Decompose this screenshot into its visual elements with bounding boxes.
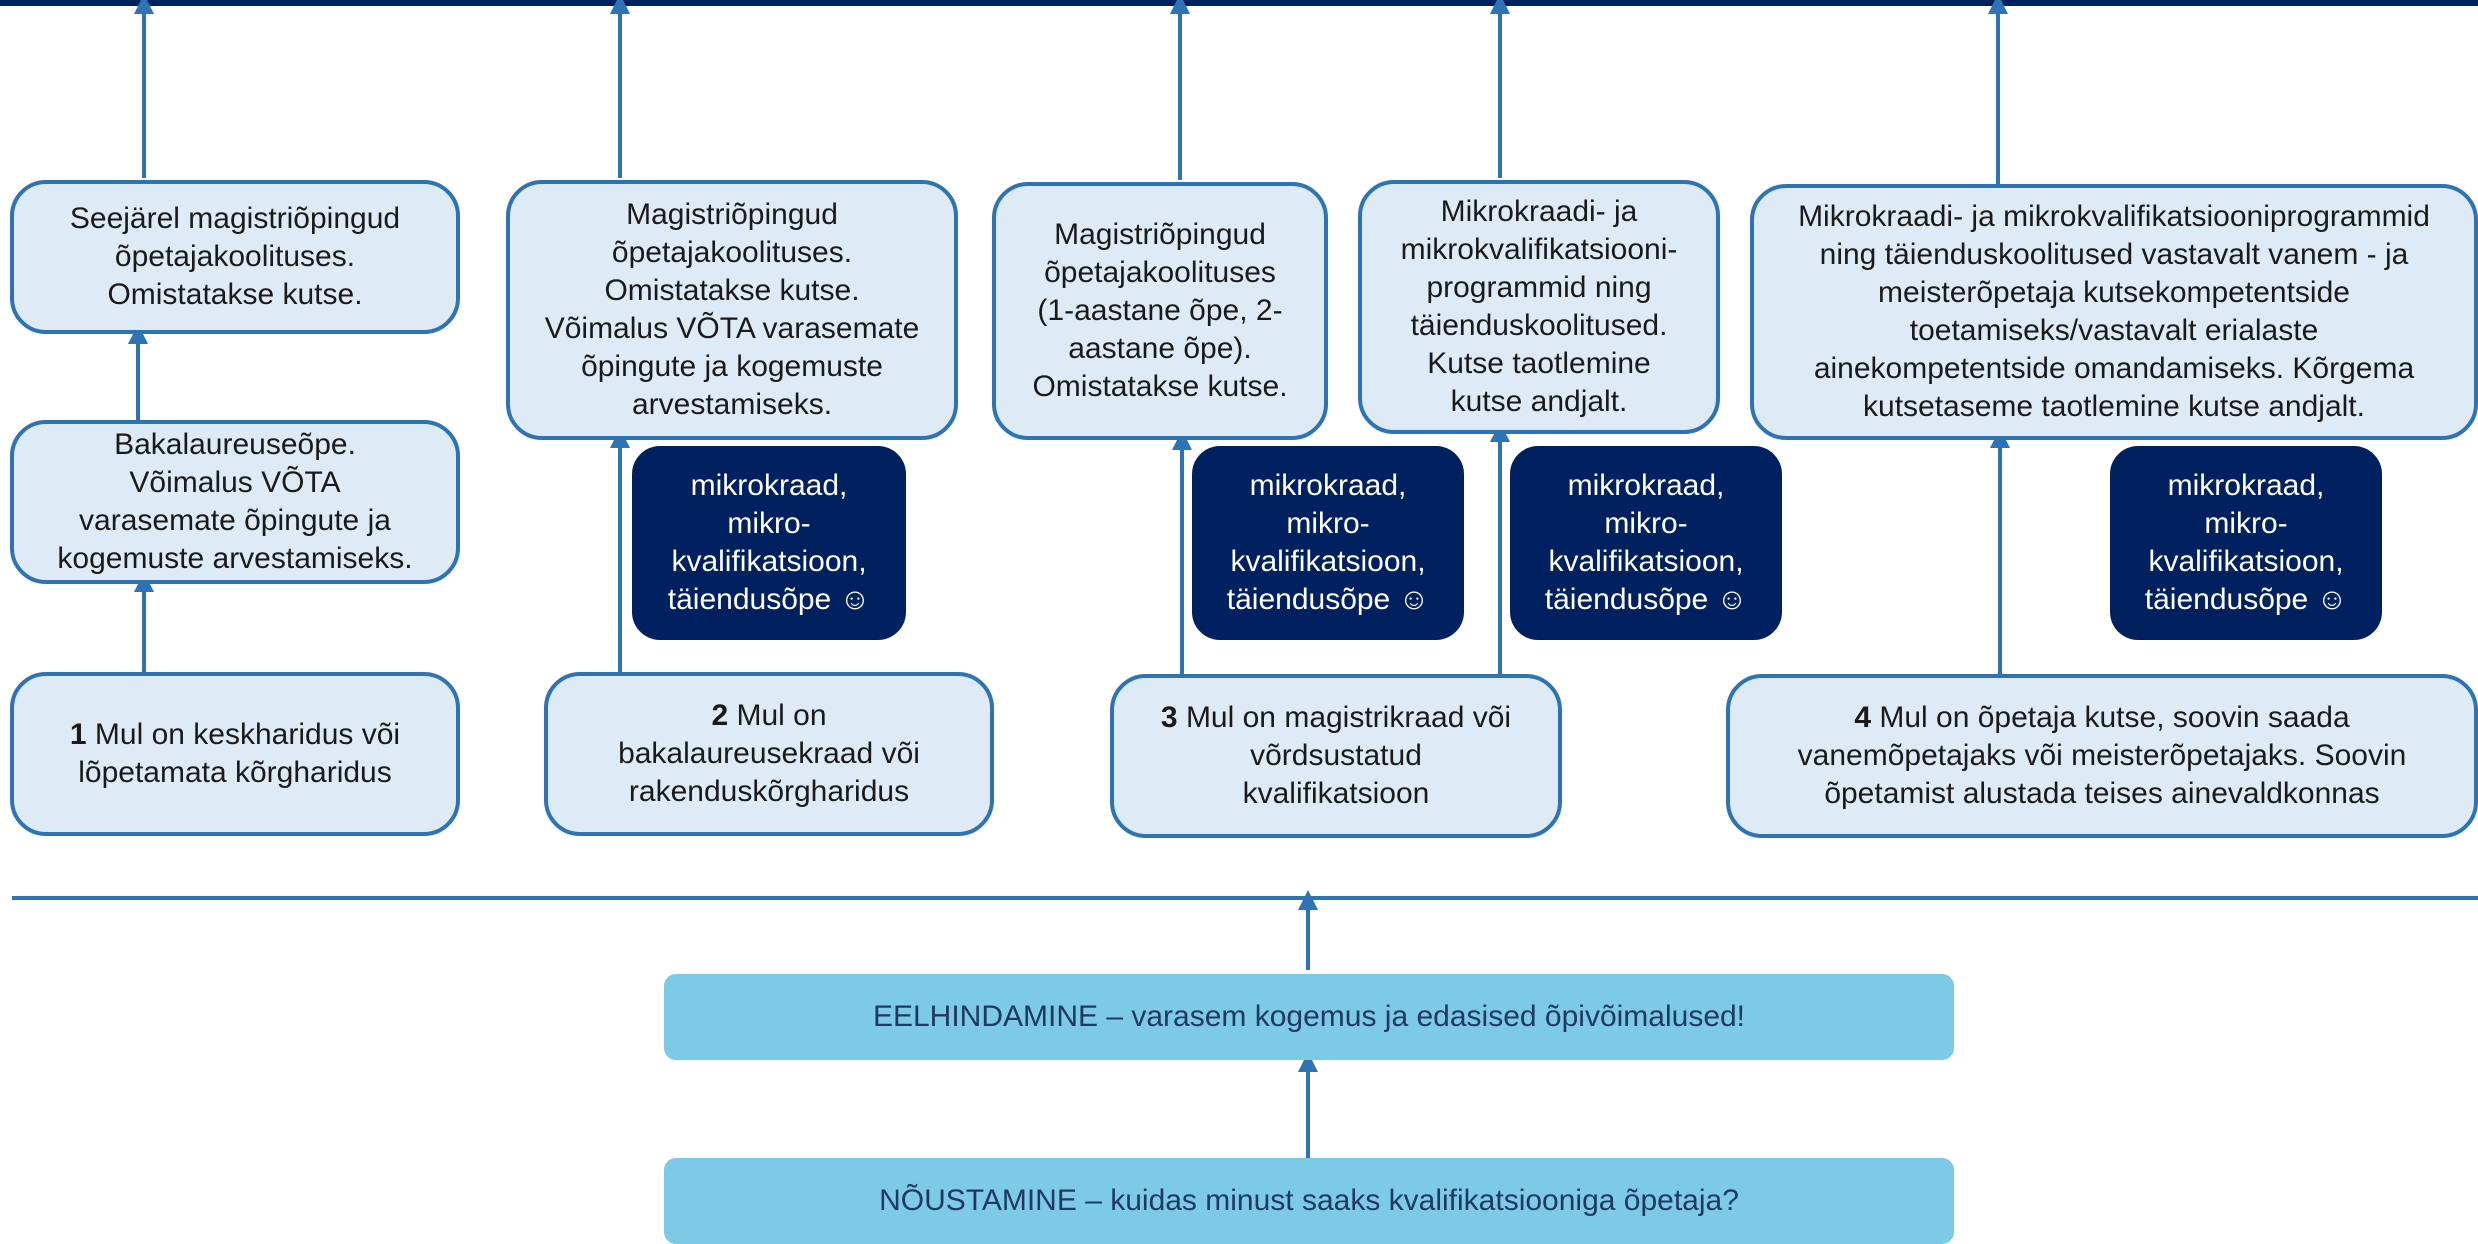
path3-micro-a-text: mikrokraad, mikro- kvalifikatsioon, täie… bbox=[1226, 469, 1430, 616]
path1-start-number: 1 bbox=[69, 718, 87, 751]
path3-start-label: 3 Mul on magistrikraad või võrdsustatud … bbox=[1161, 699, 1511, 813]
path4-start-text: Mul on õpetaja kutse, soovin saada vanem… bbox=[1797, 701, 2407, 810]
path4-step1-box: Mikrokraadi- ja mikrokvalifikatsioonipro… bbox=[1750, 184, 2478, 440]
path3-master-text: Magistriõpingud õpetajakoolituses (1-aas… bbox=[1032, 218, 1288, 403]
path4-start-box: 4 Mul on õpetaja kutse, soovin saada van… bbox=[1726, 674, 2478, 838]
path3-start-text: Mul on magistrikraad või võrdsustatud kv… bbox=[1185, 701, 1512, 810]
path3-micro-programs-box: Mikrokraadi- ja mikrokvalifikatsiooni- p… bbox=[1358, 180, 1720, 434]
path1-step2-text: Seejärel magistriõpingud õpetajakoolitus… bbox=[69, 202, 401, 311]
path3-micro-b-text: mikrokraad, mikro- kvalifikatsioon, täie… bbox=[1544, 469, 1748, 616]
counseling-bar: NÕUSTAMINE – kuidas minust saaks kvalifi… bbox=[664, 1158, 1954, 1244]
path4-micro-text: mikrokraad, mikro- kvalifikatsioon, täie… bbox=[2144, 469, 2348, 616]
path2-start-number: 2 bbox=[711, 699, 729, 732]
pre-assessment-bar: EELHINDAMINE – varasem kogemus ja edasis… bbox=[664, 974, 1954, 1060]
path2-micro-box: mikrokraad, mikro- kvalifikatsioon, täie… bbox=[632, 446, 906, 640]
top-band bbox=[0, 0, 2478, 6]
path1-start-box: 1 Mul on keskharidus või lõpetamata kõrg… bbox=[10, 672, 460, 836]
path1-step1-text: Bakalaureuseõpe. Võimalus VÕTA varasemat… bbox=[57, 428, 413, 575]
path3-master-box: Magistriõpingud õpetajakoolituses (1-aas… bbox=[992, 182, 1328, 440]
path2-micro-text: mikrokraad, mikro- kvalifikatsioon, täie… bbox=[667, 469, 871, 616]
pre-assessment-text: EELHINDAMINE – varasem kogemus ja edasis… bbox=[872, 1000, 1746, 1033]
counseling-text: NÕUSTAMINE – kuidas minust saaks kvalifi… bbox=[879, 1184, 1739, 1217]
path3-start-box: 3 Mul on magistrikraad või võrdsustatud … bbox=[1110, 674, 1562, 838]
path2-start-text: Mul on bakalaureusekraad või rakenduskõr… bbox=[618, 699, 920, 808]
path1-step1-box: Bakalaureuseõpe. Võimalus VÕTA varasemat… bbox=[10, 420, 460, 584]
path3-micro-a-box: mikrokraad, mikro- kvalifikatsioon, täie… bbox=[1192, 446, 1464, 640]
path1-step2-box: Seejärel magistriõpingud õpetajakoolitus… bbox=[10, 180, 460, 334]
path3-micro-programs-text: Mikrokraadi- ja mikrokvalifikatsiooni- p… bbox=[1400, 195, 1678, 418]
path2-step1-box: Magistriõpingud õpetajakoolituses. Omist… bbox=[506, 180, 958, 440]
path4-step1-text: Mikrokraadi- ja mikrokvalifikatsioonipro… bbox=[1798, 200, 2430, 423]
path4-micro-box: mikrokraad, mikro- kvalifikatsioon, täie… bbox=[2110, 446, 2382, 640]
path2-step1-text: Magistriõpingud õpetajakoolituses. Omist… bbox=[544, 198, 920, 421]
path2-start-box: 2 Mul on bakalaureusekraad või rakendusk… bbox=[544, 672, 994, 836]
path3-micro-b-box: mikrokraad, mikro- kvalifikatsioon, täie… bbox=[1510, 446, 1782, 640]
path2-start-label: 2 Mul on bakalaureusekraad või rakendusk… bbox=[618, 697, 920, 811]
path4-start-label: 4 Mul on õpetaja kutse, soovin saada van… bbox=[1798, 699, 2407, 813]
path1-start-text: Mul on keskharidus või lõpetamata kõrgha… bbox=[78, 718, 401, 789]
path1-start-label: 1 Mul on keskharidus või lõpetamata kõrg… bbox=[70, 716, 400, 792]
path3-start-number: 3 bbox=[1160, 701, 1178, 734]
path4-start-number: 4 bbox=[1854, 701, 1872, 734]
